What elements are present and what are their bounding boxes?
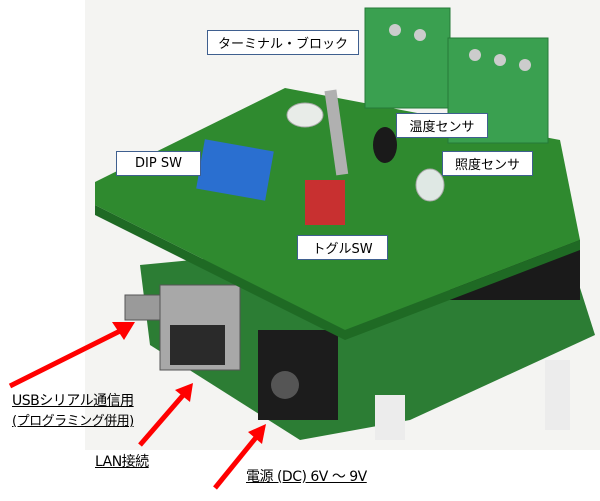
caption-lan: LAN接続 (95, 454, 149, 470)
arrows (8, 322, 266, 490)
dc-jack (258, 330, 338, 420)
led (286, 102, 324, 128)
temp-sensor (373, 127, 397, 163)
label-dip-sw: DIP SW (116, 151, 201, 176)
label-toggle-sw: トグルSW (297, 235, 388, 260)
toggle-switch (305, 180, 345, 225)
terminal-block (364, 7, 451, 109)
light-sensor (415, 168, 445, 202)
caption-power: 電源 (DC) 6V ～ 9V (246, 469, 367, 485)
usb-port (124, 294, 161, 321)
label-light-sensor: 照度センサ (442, 151, 533, 176)
arrow-power (213, 433, 260, 490)
arrow-usb (8, 327, 124, 389)
dip-switch (196, 139, 274, 201)
caption-usb-note: (プログラミング併用) (12, 414, 134, 429)
caption-usb: USBシリアル通信用 (12, 393, 134, 409)
arrow-lan (138, 391, 187, 447)
label-temp-sensor: 温度センサ (396, 113, 488, 138)
spacer (375, 395, 405, 440)
label-terminal-block: ターミナル・ブロック (207, 30, 359, 55)
